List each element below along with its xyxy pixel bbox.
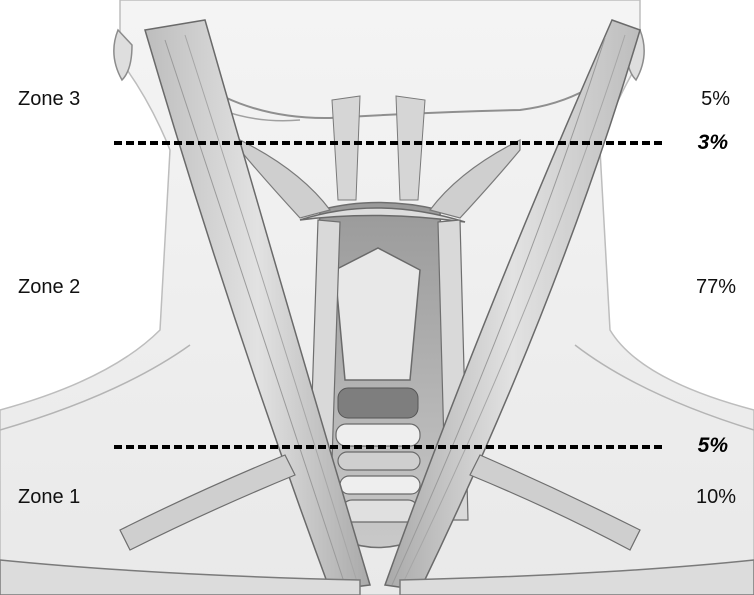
zone-2-percent: 77% — [696, 276, 736, 299]
zone-2-1-boundary-line — [114, 445, 662, 449]
zone-1-label: Zone 1 — [18, 486, 80, 509]
boundary-upper-percent: 3% — [698, 131, 728, 155]
zone-2-label: Zone 2 — [18, 276, 80, 299]
zone-3-percent: 5% — [701, 88, 730, 111]
boundary-lower-percent: 5% — [698, 434, 728, 458]
zone-1-percent: 10% — [696, 486, 736, 509]
zone-3-label: Zone 3 — [18, 88, 80, 111]
zone-3-2-boundary-line — [114, 141, 662, 145]
